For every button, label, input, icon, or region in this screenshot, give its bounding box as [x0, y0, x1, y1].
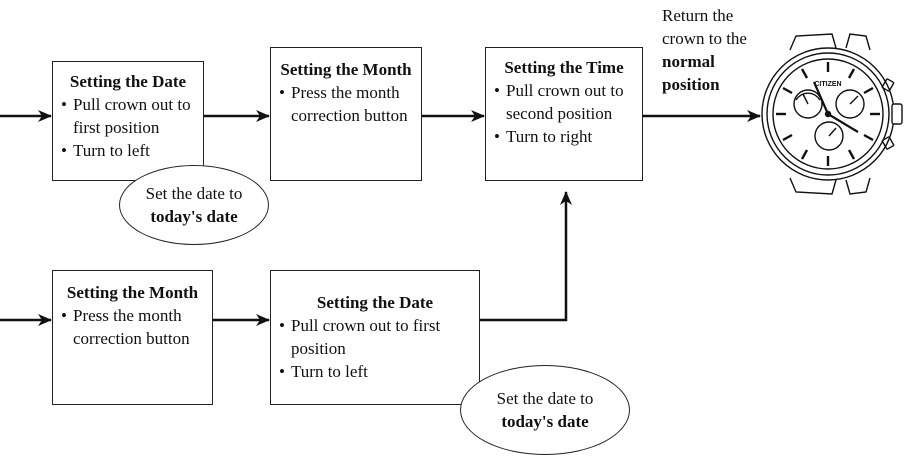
top-step3-box: Setting the Time Pull crown out to secon…	[485, 47, 643, 181]
return-note-bold: normal position	[662, 52, 720, 94]
chronograph-watch-icon	[761, 33, 903, 195]
top-step2-title: Setting the Month	[280, 60, 412, 79]
bottom-step2-bullets: Pull crown out to first position Turn to…	[279, 314, 471, 383]
bottom-step1-box: Setting the Month Press the month correc…	[52, 270, 213, 405]
top-note-line1: Set the date to	[145, 184, 243, 203]
top-step3-bullet-2: Turn to right	[494, 125, 634, 148]
top-step1-bullet-2: Turn to left	[61, 139, 195, 162]
top-step2-bullets: Press the month correction button	[279, 81, 413, 127]
top-step1-bullet-1: Pull crown out to first position	[61, 93, 195, 139]
top-step2-bullet-1: Press the month correction button	[279, 81, 413, 127]
bottom-note-line2: today's date	[501, 412, 589, 431]
top-step1-title: Setting the Date	[69, 72, 187, 91]
bottom-step1-bullets: Press the month correction button	[61, 304, 204, 350]
bottom-step2-title: Setting the Date	[316, 293, 434, 312]
bottom-step2-box: Setting the Date Pull crown out to first…	[270, 270, 480, 405]
top-step2-box: Setting the Month Press the month correc…	[270, 47, 422, 181]
watch-brand-label: CITIZEN	[814, 81, 841, 88]
top-step3-bullet-1: Pull crown out to second position	[494, 79, 634, 125]
return-note: Return the crown to the normal position	[662, 4, 762, 96]
bottom-step1-bullet-1: Press the month correction button	[61, 304, 204, 350]
top-step1-box: Setting the Date Pull crown out to first…	[52, 61, 204, 181]
bottom-note-ellipse: Set the date to today's date	[460, 365, 630, 455]
bottom-note-line1: Set the date to	[496, 389, 594, 408]
return-note-text: Return the crown to the	[662, 6, 747, 48]
top-note-line2: today's date	[150, 207, 238, 226]
bottom-step2-bullet-2: Turn to left	[279, 360, 471, 383]
arrow-bottom-step2-to-top-step3	[480, 191, 572, 322]
bottom-step1-title: Setting the Month	[66, 283, 199, 302]
top-step3-title: Setting the Time	[504, 58, 624, 77]
top-step3-bullets: Pull crown out to second position Turn t…	[494, 79, 634, 148]
top-step1-bullets: Pull crown out to first position Turn to…	[61, 93, 195, 162]
bottom-step2-bullet-1: Pull crown out to first position	[279, 314, 471, 360]
top-note-ellipse: Set the date to today's date	[119, 165, 269, 245]
